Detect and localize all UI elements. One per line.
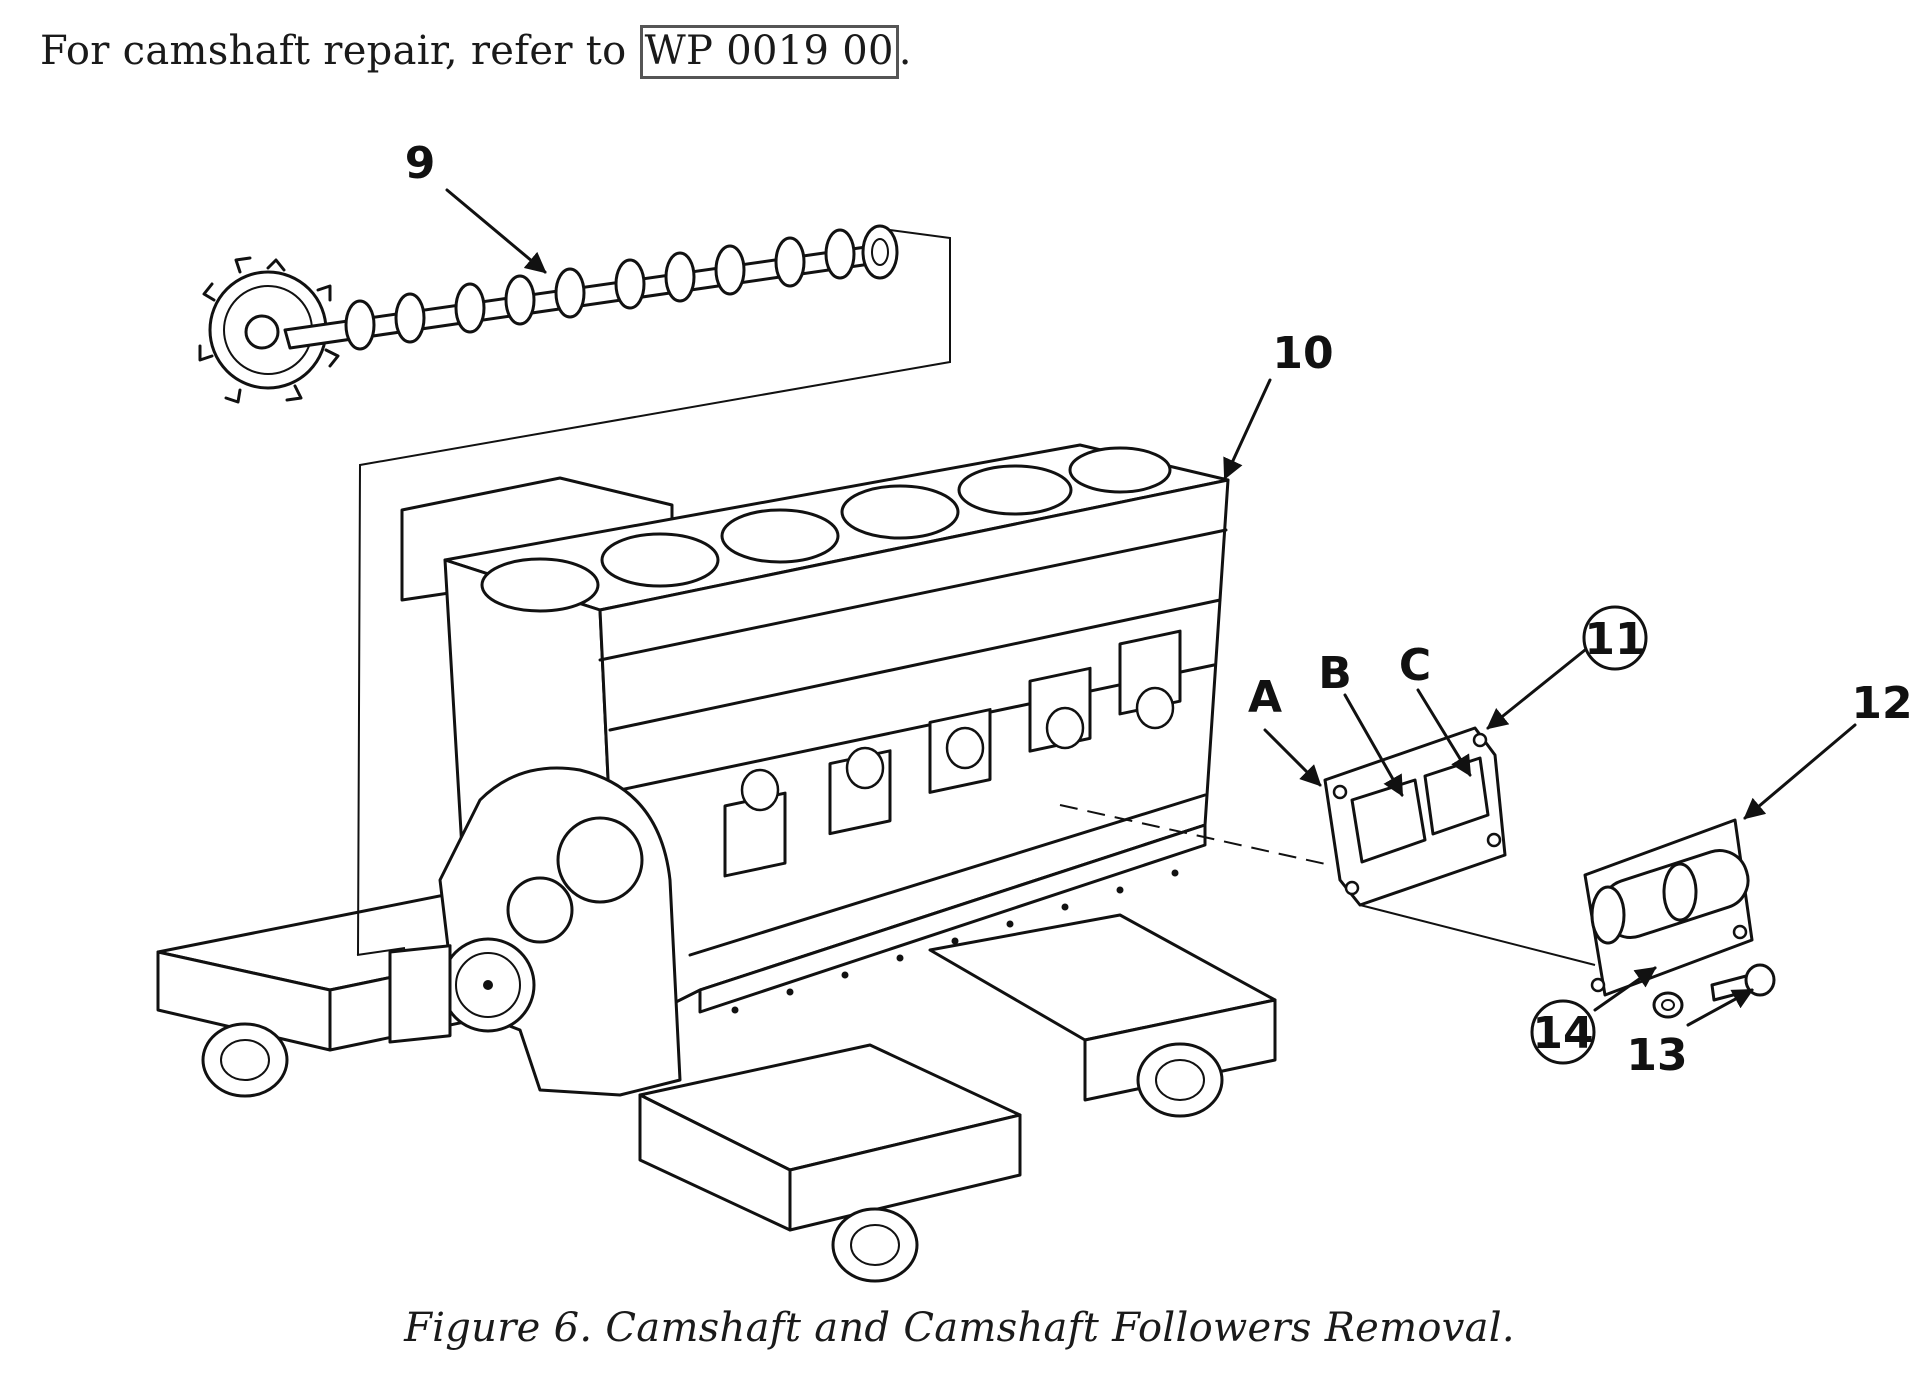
callout-9: 9 <box>405 138 436 189</box>
callout-14: 14 <box>1532 1008 1593 1059</box>
cam-lobes <box>344 228 856 351</box>
follower-gasket <box>1323 726 1507 907</box>
intro-text: For camshaft repair, refer to <box>40 28 627 74</box>
callout-10: 10 <box>1272 328 1333 379</box>
callout-b: B <box>1318 648 1352 699</box>
leader-arrows <box>445 188 1857 1027</box>
camshaft-gear <box>198 256 340 404</box>
follower-bores <box>723 629 1182 878</box>
caster-wheel <box>1136 1042 1224 1118</box>
callout-11-circle <box>1582 605 1648 671</box>
caster-wheel <box>831 1207 919 1283</box>
callout-14-circle <box>1530 999 1596 1065</box>
gear-housing <box>388 766 682 1097</box>
rail-bolts <box>731 869 1179 1014</box>
callout-labels: 9 10 A B C 11 12 14 13 <box>405 138 1913 1081</box>
lock-washer <box>1652 991 1684 1019</box>
camshaft <box>198 224 899 404</box>
caster-wheel <box>201 1022 289 1098</box>
callout-12: 12 <box>1851 678 1912 729</box>
intro-line: For camshaft repair, refer to WP 0019 00… <box>40 25 912 79</box>
intro-period: . <box>898 28 912 74</box>
figure-caption: Figure 6. Camshaft and Camshaft Follower… <box>404 1305 1515 1351</box>
camshaft-leader-frame <box>356 227 951 956</box>
timing-gear <box>440 937 536 1033</box>
callout-13: 13 <box>1626 1030 1687 1081</box>
cylinder-block <box>388 443 1230 1097</box>
follower-housing <box>1583 818 1754 997</box>
callout-c: C <box>1399 640 1431 691</box>
wp-reference-link[interactable]: WP 0019 00 <box>639 25 899 79</box>
callout-a: A <box>1248 672 1282 723</box>
callout-11: 11 <box>1584 614 1645 665</box>
